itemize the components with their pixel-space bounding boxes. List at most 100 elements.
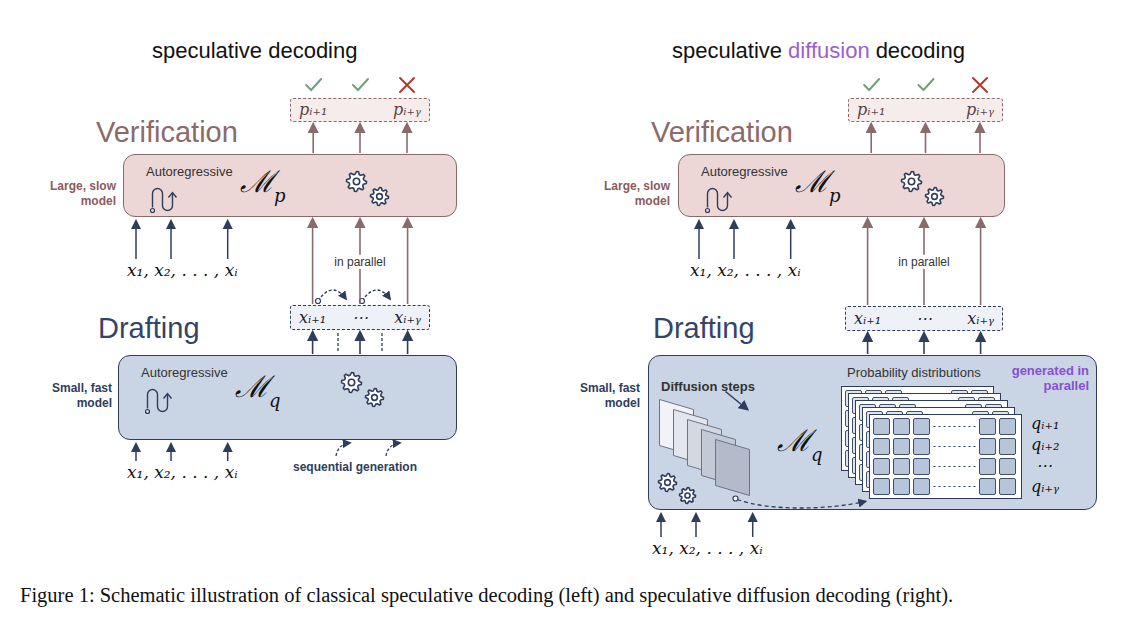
edge-arrow bbox=[359, 332, 361, 354]
edge-arrow bbox=[867, 333, 869, 354]
probability-cell bbox=[980, 479, 996, 495]
text-holder: Diffusion steps bbox=[661, 380, 755, 395]
input-arrow bbox=[698, 221, 700, 259]
probability-cell bbox=[980, 459, 996, 475]
figure-caption: Figure 1: Schematic illustration of clas… bbox=[20, 583, 953, 608]
output-token-row: pᵢ₊₁pᵢ₊ᵧ bbox=[848, 98, 1003, 122]
gear-hole bbox=[685, 493, 690, 498]
cell-ellipsis bbox=[934, 446, 976, 447]
token-text: ⋯ bbox=[916, 311, 932, 327]
probability-cell bbox=[979, 458, 995, 474]
edge-arrow bbox=[870, 124, 872, 153]
output-token-row: pᵢ₊₁ pᵢ₊ᵧ bbox=[290, 98, 430, 122]
gear-icon bbox=[342, 373, 362, 393]
edge-arrow bbox=[980, 333, 982, 354]
gear-hole bbox=[932, 194, 938, 200]
text-holder: Autoregressive bbox=[701, 165, 788, 180]
probability-cell bbox=[894, 439, 910, 455]
probability-cell bbox=[980, 419, 996, 435]
probability-cell bbox=[873, 458, 889, 474]
distribution-label: ⋯ bbox=[1036, 458, 1052, 474]
token-text: pᵢ₊₁ bbox=[299, 102, 327, 118]
model-subscript: p bbox=[274, 187, 286, 205]
box-heading: Verification bbox=[96, 118, 238, 147]
gear-hole bbox=[348, 379, 354, 385]
input-arrow bbox=[790, 221, 792, 259]
text-holder: Drafting bbox=[98, 314, 200, 343]
probability-cell bbox=[979, 418, 995, 434]
input-sequence: x₁, x₂, . . . , xᵢ bbox=[127, 262, 238, 279]
edge-arrow bbox=[312, 332, 314, 354]
text-holder: q bbox=[269, 392, 281, 410]
model-symbol: ℳ bbox=[235, 372, 270, 402]
distribution-label: qᵢ₊₂ bbox=[1031, 437, 1059, 453]
text-holder: generated in parallel bbox=[1009, 364, 1089, 394]
loop-arrow bbox=[164, 394, 172, 399]
reject-mark bbox=[400, 78, 414, 92]
probability-cell bbox=[873, 418, 889, 434]
edge-arrow bbox=[923, 333, 925, 354]
probability-cell bbox=[894, 459, 910, 475]
gear-icon bbox=[366, 389, 384, 407]
model-size: Large, slow model bbox=[580, 179, 670, 209]
probability-cell bbox=[893, 418, 909, 434]
check-mark bbox=[864, 79, 879, 90]
probability-cell bbox=[914, 459, 930, 475]
edge-arrows bbox=[313, 124, 407, 153]
process-note: sequential generation bbox=[293, 460, 417, 474]
probability-cell bbox=[914, 419, 930, 435]
probability-cell bbox=[1000, 439, 1016, 455]
text-holder: ℳ bbox=[235, 372, 270, 402]
cell-ellipsis bbox=[934, 426, 976, 427]
input-sequence: x₁, x₂, . . . , xᵢ bbox=[652, 540, 763, 557]
diffusion-frame bbox=[716, 440, 750, 496]
text-holder: Autoregressive bbox=[141, 366, 228, 381]
input-sequence: x₁, x₂, . . . , xᵢ bbox=[690, 262, 801, 279]
token-text: ⋯ bbox=[352, 310, 368, 326]
box-heading: Drafting bbox=[98, 314, 200, 343]
edge-arrow bbox=[407, 332, 409, 354]
grid-label: Probability distributions bbox=[847, 366, 981, 381]
input-arrow bbox=[660, 514, 662, 537]
model-symbol: ℳ bbox=[777, 426, 812, 456]
loop-dots bbox=[316, 299, 365, 304]
token-text: xᵢ₊₁ bbox=[299, 310, 326, 326]
token-text: xᵢ₊ᵧ bbox=[967, 311, 994, 327]
edge-arrows bbox=[871, 124, 980, 153]
parallel-note: generated in parallel bbox=[1009, 364, 1089, 394]
text-holder: Autoregressive bbox=[146, 165, 233, 180]
probability-cell bbox=[1000, 419, 1016, 435]
text-holder: Verification bbox=[651, 118, 793, 147]
gear-hole bbox=[665, 480, 671, 486]
drafting-box: DraftingDiffusion stepsℳqProbability dis… bbox=[648, 355, 1097, 510]
token-text: xᵢ₊₁ bbox=[854, 311, 881, 327]
probability-cell bbox=[874, 439, 890, 455]
gear-icon bbox=[659, 474, 677, 492]
gear-icon bbox=[347, 172, 367, 192]
text-holder: Probability distributions bbox=[847, 366, 981, 381]
flow-dot bbox=[733, 496, 738, 501]
model-size: Large, slow model bbox=[44, 179, 116, 209]
probability-cell bbox=[874, 459, 890, 475]
input-arrow bbox=[170, 444, 172, 461]
loop-arrow bbox=[169, 193, 177, 198]
edge-label: in parallel bbox=[331, 254, 388, 268]
probability-cell bbox=[980, 439, 996, 455]
cell-ellipsis bbox=[934, 486, 976, 487]
token-text: pᵢ₊ᵧ bbox=[966, 102, 994, 118]
edge-arrow bbox=[867, 219, 869, 305]
model-symbol: ℳ bbox=[795, 167, 830, 197]
probability-cell bbox=[1000, 479, 1016, 495]
distribution-label: qᵢ₊ᵧ bbox=[1031, 479, 1059, 495]
loop-icon bbox=[148, 390, 168, 412]
gear-icon bbox=[926, 188, 944, 206]
icon-group bbox=[659, 387, 1022, 509]
token-text: pᵢ₊ᵧ bbox=[393, 102, 421, 118]
text-holder: ℳ bbox=[795, 167, 830, 197]
input-arrow bbox=[227, 444, 229, 461]
probability-cell bbox=[874, 479, 890, 495]
model-subscript: p bbox=[829, 187, 841, 205]
edge-arrows bbox=[313, 219, 408, 304]
probability-cell bbox=[979, 438, 995, 454]
